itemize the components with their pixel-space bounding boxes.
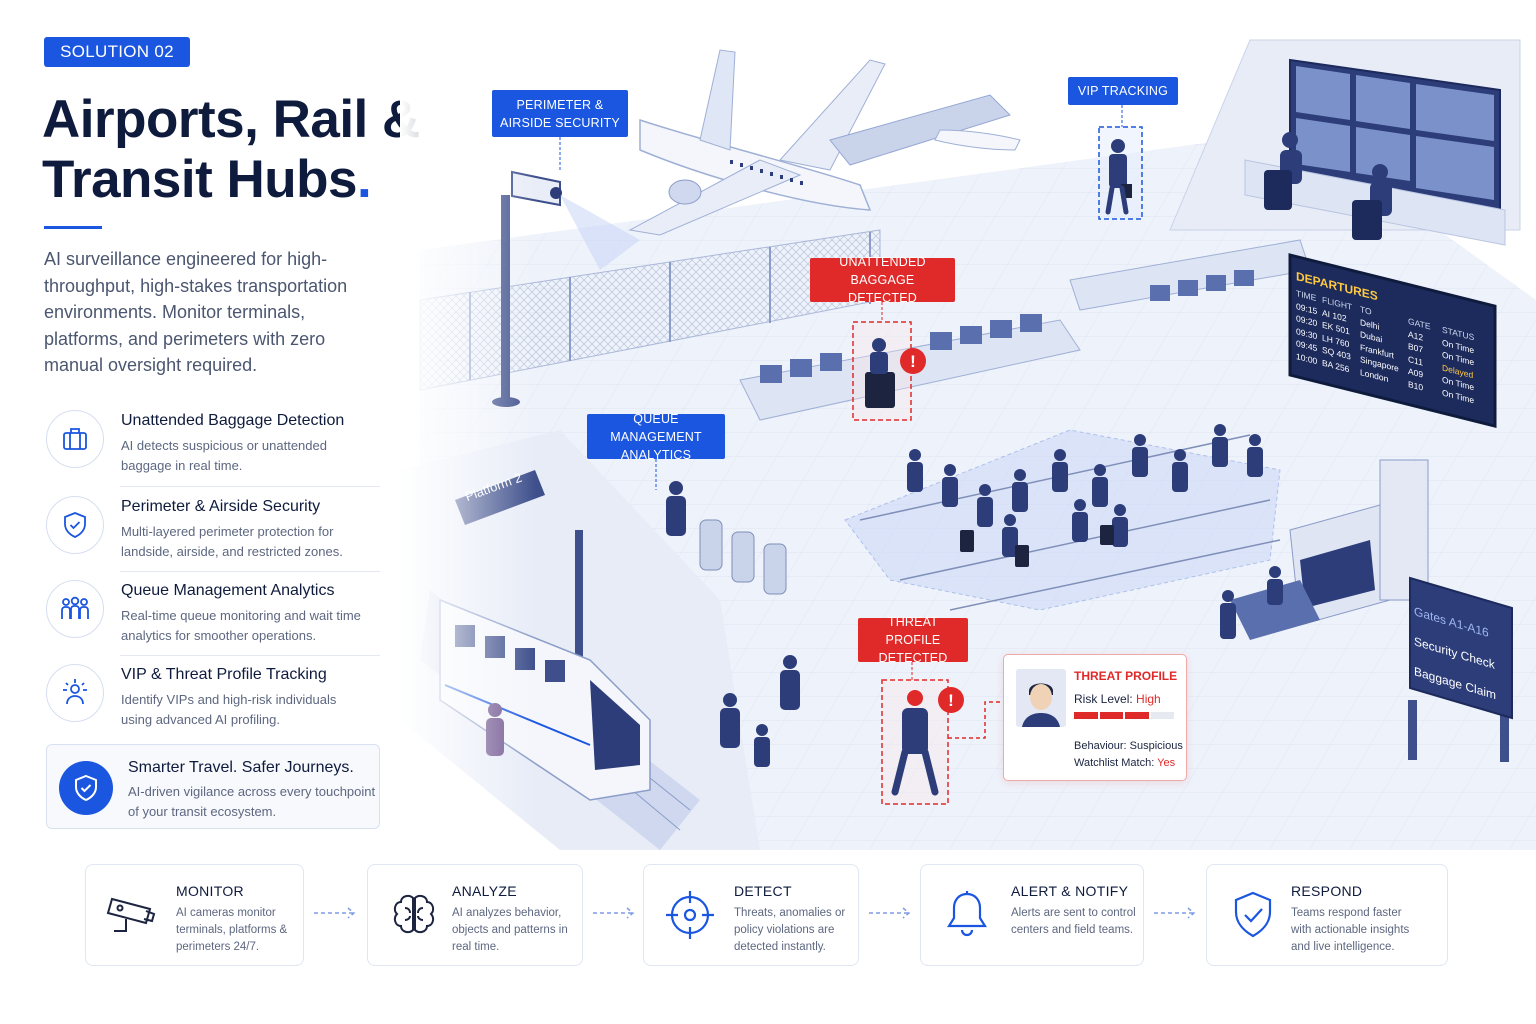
step-title: ANALYZE: [452, 883, 517, 899]
page-title-line-2-text: Transit Hubs: [42, 150, 358, 209]
feature-desc: Real-time queue monitoring and wait time…: [121, 608, 361, 643]
page-title: Airports, Rail & Transit Hubs.: [42, 90, 442, 210]
divider: [120, 655, 380, 656]
people-group-icon: [46, 580, 104, 638]
callout-desc: AI-driven vigilance across every touchpo…: [128, 784, 376, 819]
page-title-line-1: Airports, Rail &: [42, 90, 420, 149]
risk-bar-segment: [1150, 712, 1174, 719]
risk-level-row: Risk Level: High: [1074, 692, 1161, 706]
risk-bar-segment: [1125, 712, 1149, 719]
step-title: MONITOR: [176, 883, 244, 899]
watchlist-label: Watchlist Match:: [1074, 757, 1155, 769]
tag-line: AIRSIDE SECURITY: [500, 115, 620, 130]
summary-callout: Smarter Travel. Safer Journeys. AI-drive…: [46, 744, 380, 829]
flow-arrow: [593, 907, 635, 919]
crosshair-icon: [660, 885, 720, 945]
solution-badge: SOLUTION 02: [44, 37, 190, 67]
feature-title: Unattended Baggage Detection: [121, 412, 345, 429]
tag-line: DETECTED: [848, 291, 917, 305]
cctv-camera-icon: [102, 885, 162, 945]
feature-title: VIP & Threat Profile Tracking: [121, 666, 327, 683]
threat-profile-card: THREAT PROFILE Risk Level: High Behaviou…: [1003, 654, 1187, 781]
tag-line: UNATTENDED BAGGAGE: [839, 255, 926, 287]
page-title-line-2: Transit Hubs.: [42, 150, 442, 210]
watchlist-row: Watchlist Match: Yes: [1074, 757, 1175, 769]
risk-bar-segment: [1099, 712, 1123, 719]
step-title: RESPOND: [1291, 883, 1363, 899]
risk-bar-segment: [1074, 712, 1098, 719]
shield-check-icon: [59, 761, 113, 815]
bell-icon: [937, 885, 997, 945]
feature-desc: AI detects suspicious or unattended bagg…: [121, 438, 327, 473]
step-alert-notify: ALERT & NOTIFY Alerts are sent to contro…: [920, 864, 1144, 966]
transit-hub-illustration: !: [400, 0, 1536, 850]
feature-vip-threat-tracking: VIP & Threat Profile Tracking Identify V…: [46, 662, 380, 736]
title-underline: [44, 226, 102, 229]
step-respond: RESPOND Teams respond faster with action…: [1206, 864, 1448, 966]
risk-label: Risk Level:: [1074, 692, 1133, 706]
tag-line: ANALYTICS: [620, 447, 692, 462]
tag-threat-profile: THREAT PROFILE DETECTED: [858, 615, 968, 665]
step-analyze: ANALYZE AI analyzes behavior, objects an…: [367, 864, 583, 966]
tag-line: THREAT PROFILE: [885, 615, 941, 647]
target-person-icon: [46, 664, 104, 722]
callout-title: Smarter Travel. Safer Journeys.: [128, 759, 354, 776]
feature-desc: Identify VIPs and high-risk individuals …: [121, 692, 337, 727]
shield-check-icon: [1223, 885, 1283, 945]
feature-title: Queue Management Analytics: [121, 582, 335, 599]
watchlist-value: Yes: [1157, 757, 1176, 769]
step-desc: Alerts are sent to control centers and f…: [1011, 907, 1136, 936]
tag-queue-management: QUEUE MANAGEMENT ANALYTICS: [587, 412, 725, 462]
luggage-icon: [46, 410, 104, 468]
divider: [120, 486, 380, 487]
behaviour-label: Behaviour:: [1074, 740, 1127, 752]
step-title: ALERT & NOTIFY: [1011, 883, 1129, 899]
step-desc: AI cameras monitor terminals, platforms …: [176, 907, 288, 953]
tag-perimeter-security: PERIMETER & AIRSIDE SECURITY: [492, 90, 628, 137]
step-desc: Teams respond faster with actionable ins…: [1291, 907, 1410, 953]
feature-desc: Multi-layered perimeter protection for l…: [121, 524, 343, 559]
risk-value: High: [1136, 692, 1161, 706]
flow-arrow: [869, 907, 911, 919]
suspect-avatar: [1016, 669, 1066, 727]
feature-queue-management: Queue Management Analytics Real-time que…: [46, 578, 380, 652]
tag-line: QUEUE MANAGEMENT: [610, 411, 702, 444]
step-desc: Threats, anomalies or policy violations …: [734, 907, 846, 953]
flow-arrow: [314, 907, 356, 919]
risk-level-bar: [1074, 712, 1174, 719]
divider: [120, 571, 380, 572]
behaviour-value: Suspicious: [1129, 740, 1183, 752]
tag-unattended-baggage: UNATTENDED BAGGAGE DETECTED: [810, 255, 955, 305]
flow-arrow: [1154, 907, 1196, 919]
step-desc: AI analyzes behavior, objects and patter…: [452, 907, 568, 953]
step-detect: DETECT Threats, anomalies or policy viol…: [643, 864, 859, 966]
shield-check-icon: [46, 496, 104, 554]
step-title: DETECT: [734, 883, 792, 899]
tag-line: PERIMETER &: [516, 97, 604, 112]
step-monitor: MONITOR AI cameras monitor terminals, pl…: [85, 864, 304, 966]
feature-unattended-baggage: Unattended Baggage Detection AI detects …: [46, 408, 380, 482]
feature-title: Perimeter & Airside Security: [121, 498, 321, 515]
lead-paragraph: AI surveillance engineered for high-thro…: [44, 249, 348, 375]
brain-icon: [384, 885, 444, 945]
feature-perimeter-security: Perimeter & Airside Security Multi-layer…: [46, 494, 380, 568]
threat-card-title: THREAT PROFILE: [1074, 669, 1178, 683]
tag-vip-tracking: VIP TRACKING: [1068, 77, 1178, 105]
title-accent-dot: .: [357, 150, 372, 209]
behaviour-row: Behaviour: Suspicious: [1074, 740, 1183, 752]
tag-line: DETECTED: [878, 651, 948, 665]
